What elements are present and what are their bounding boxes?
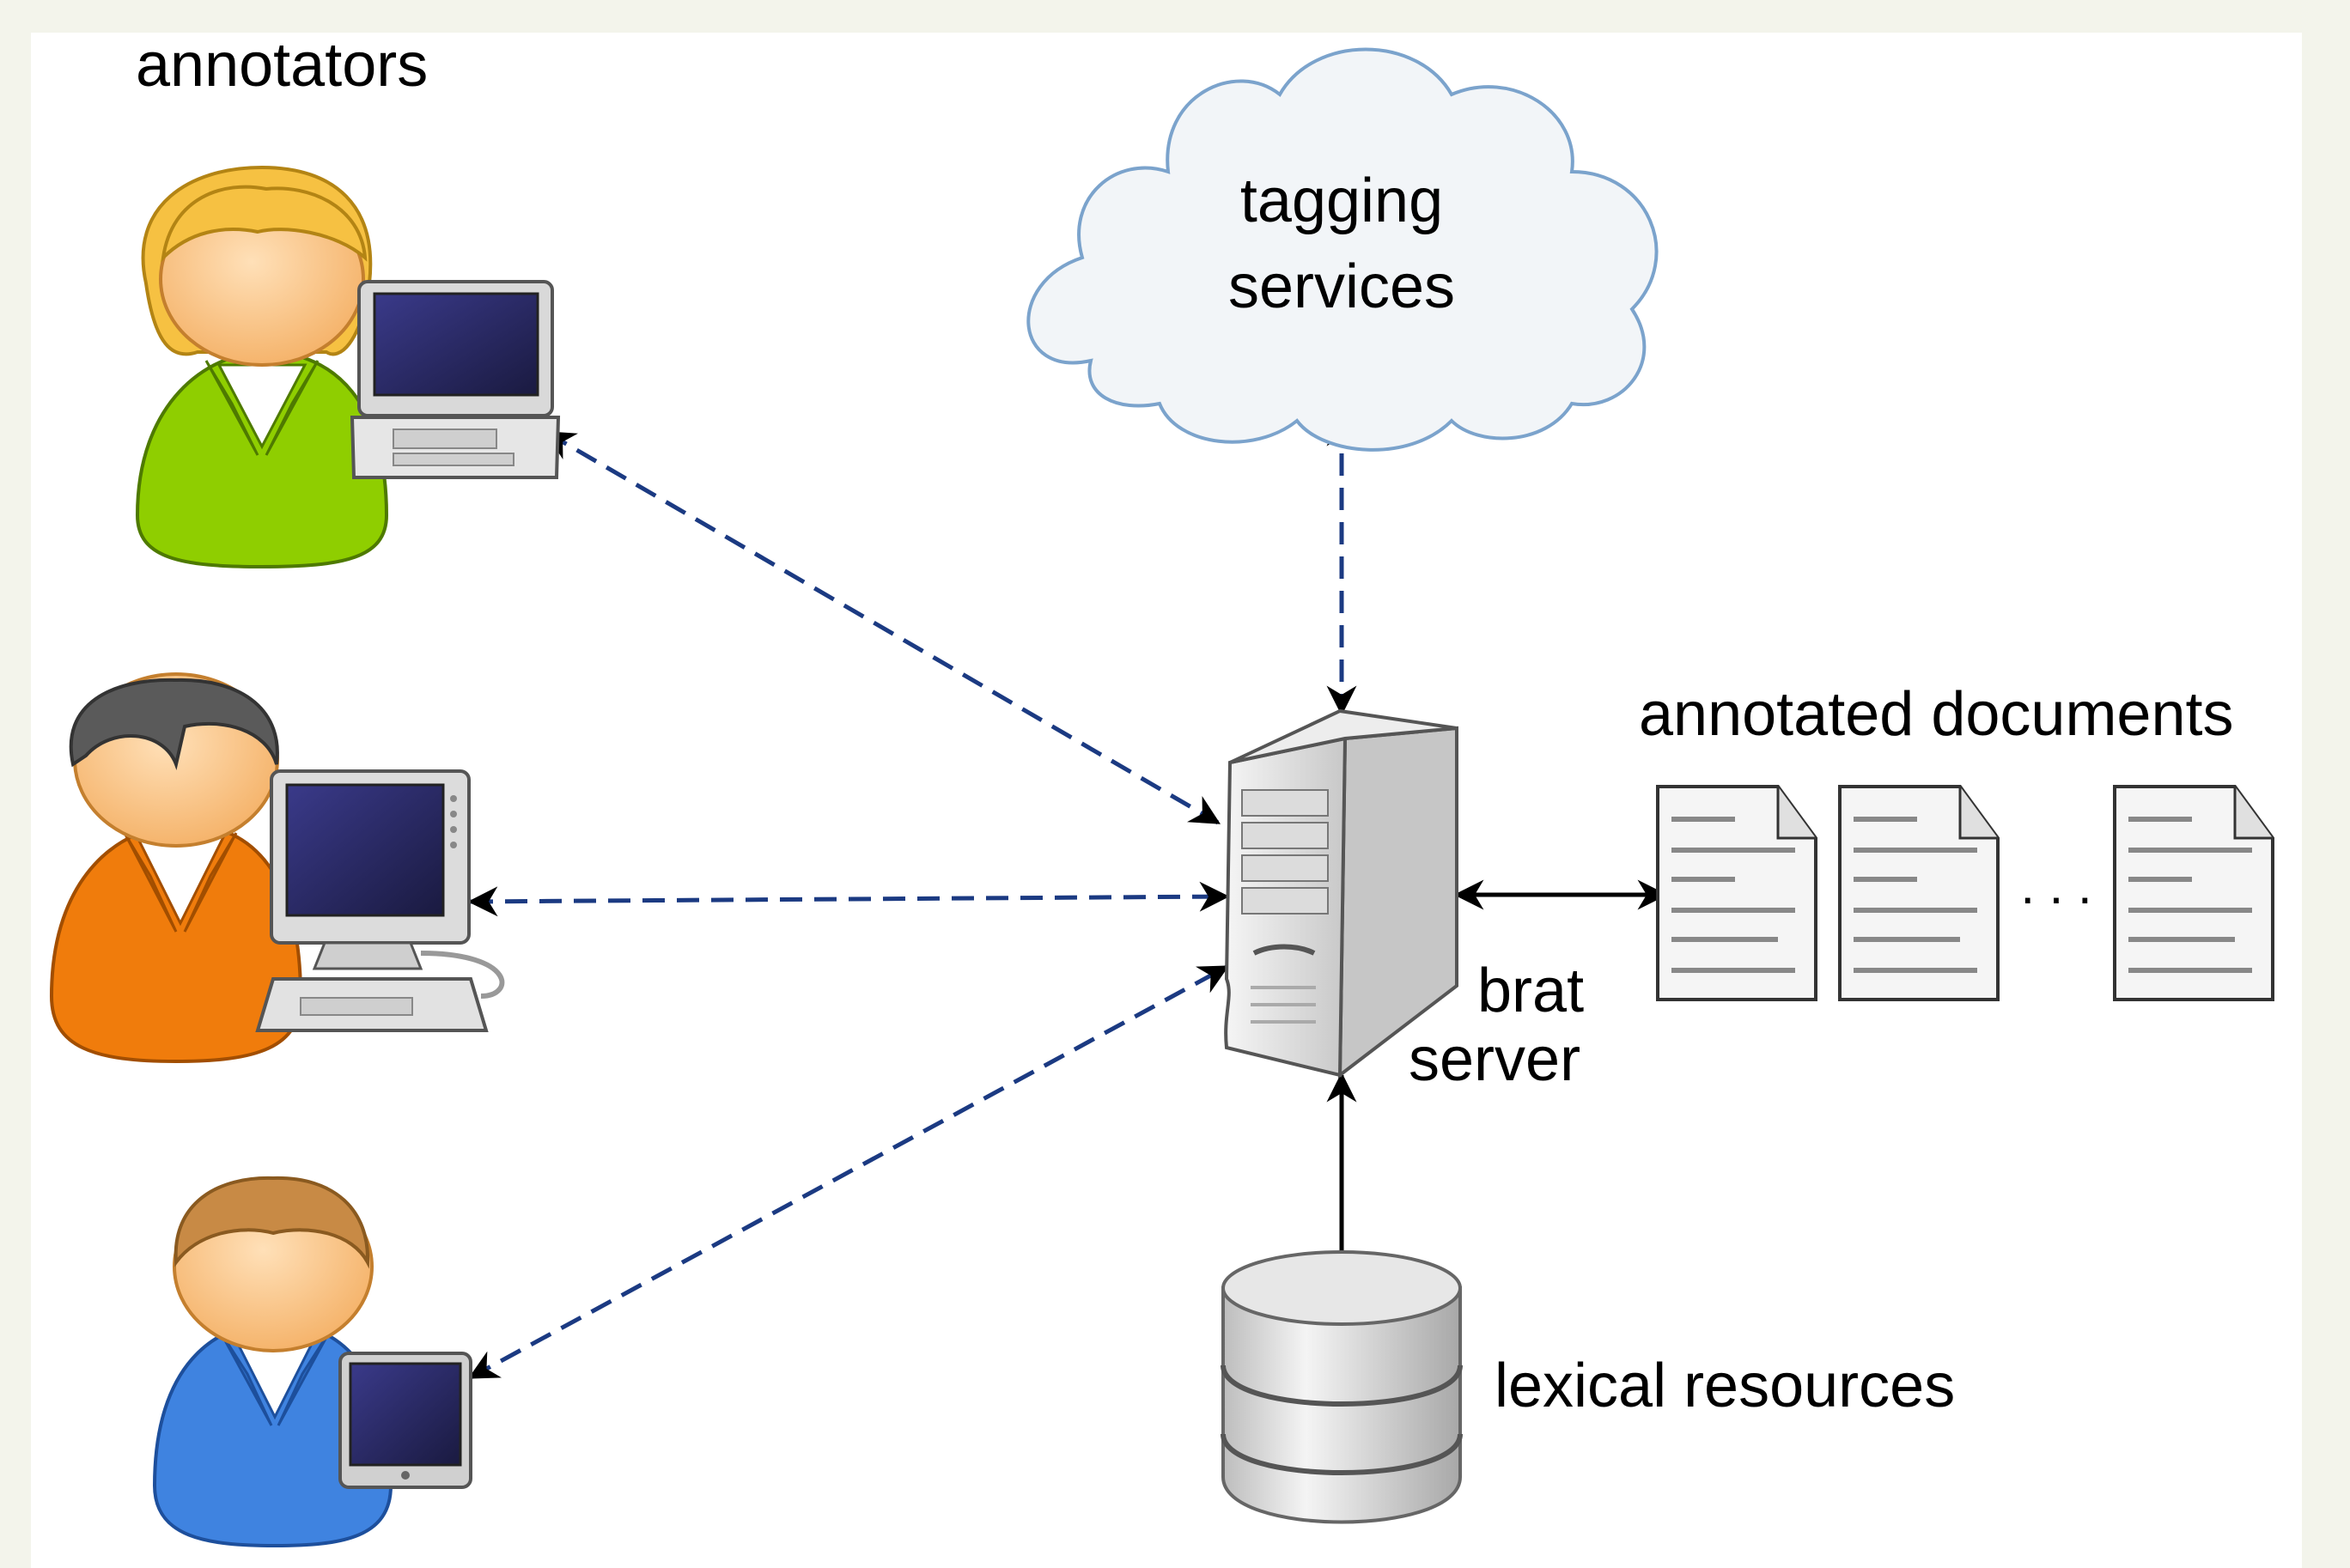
annotated-documents-label: annotated documents (1639, 680, 2234, 749)
server-icon (1224, 708, 1458, 1079)
tagging-label-line2: services (1228, 252, 1455, 321)
documents-ellipsis: . . . (2020, 857, 2091, 915)
lexical-resources-label: lexical resources (1495, 1352, 1955, 1420)
document-icon (2113, 785, 2274, 1001)
arrow-annotator2-server (467, 881, 1230, 917)
tagging-label-line1: tagging (1240, 167, 1443, 235)
user-tablet-icon (152, 1176, 472, 1548)
document-icon (1656, 785, 1817, 1001)
user-laptop-icon (135, 165, 561, 569)
brat-label-line2: server (1409, 1025, 1580, 1094)
database-icon (1221, 1250, 1463, 1524)
brat-label-line1: brat (1477, 957, 1584, 1025)
arrow-annotator1-server (544, 430, 1221, 825)
document-icon (1838, 785, 2000, 1001)
arrow-annotator3-server (467, 964, 1230, 1380)
cloud-icon (1026, 47, 1659, 452)
user-desktop-icon (49, 672, 505, 1064)
annotators-label: annotators (136, 31, 428, 100)
